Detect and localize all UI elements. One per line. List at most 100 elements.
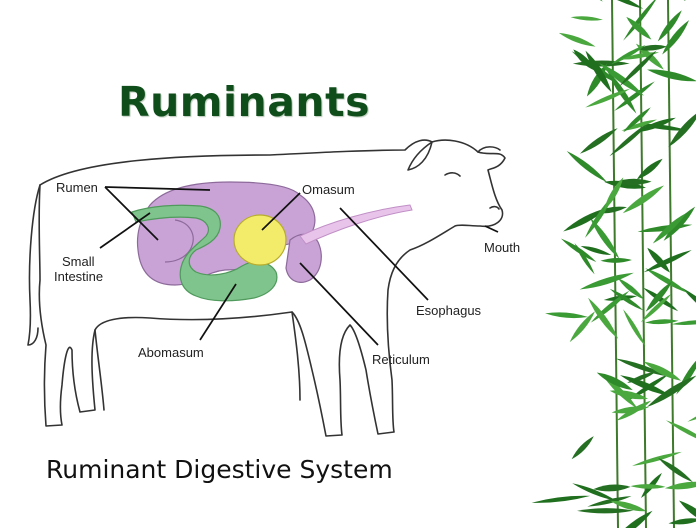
bamboo-leaf [580,245,612,255]
bamboo-leaf [619,375,671,397]
bamboo-leaf [665,420,696,444]
bamboo-leaf [603,180,646,189]
leader-omasum [261,192,301,231]
slide-caption: Ruminant Digestive System [46,455,393,484]
bamboo-leaf [687,398,696,422]
cow-leg-line [94,329,105,411]
bamboo-leaf [596,372,633,391]
bamboo-leaf [658,458,693,483]
leader-rumen-a [104,186,211,191]
bamboo-leaf [626,16,652,40]
bamboo-leaf [646,375,696,408]
cow-leg-line-2 [291,311,301,401]
bamboo-leaf [545,312,589,319]
bamboo-leaf [636,117,676,133]
label-small-intestine-1: Small [62,254,95,269]
leader-reticulum [299,262,379,346]
bamboo-leaf [662,20,690,55]
bamboo-leaf [668,109,696,148]
small-intestine-organ [131,204,278,302]
bamboo-leaf [614,178,652,186]
bamboo-leaf [647,69,696,82]
bamboo-leaf [645,268,689,293]
bamboo-stem [639,0,647,528]
bamboo-leaf [671,320,696,325]
bamboo-leaf [630,484,666,489]
slide-title: Ruminants [118,78,371,126]
label-small-intestine-2: Intestine [54,269,103,284]
leader-abomasum [199,283,237,341]
bamboo-leaf [663,206,696,241]
bamboo-leaf [617,278,644,300]
bamboo-leaf [566,150,608,183]
label-abomasum: Abomasum [138,345,204,360]
bamboo-leaf [637,44,667,51]
bamboo-leaf [587,496,632,507]
leader-esophagus [339,207,429,301]
bamboo-leaf [599,63,644,96]
cow-ear-right [477,146,501,153]
bamboo-leaf [571,436,594,460]
bamboo-leaf [636,158,663,180]
cow-tail [27,184,41,346]
bamboo-leaf [573,49,595,71]
bamboo-leaf [682,287,696,326]
bamboo-leaf [655,0,686,1]
bamboo-leaf [619,52,660,60]
bamboo-stem [667,0,675,528]
bamboo-leaf [640,293,672,323]
bamboo-leaf [593,484,631,492]
bamboo-leaf [579,128,618,154]
bamboo-leaf [645,281,673,312]
bamboo-leaf [657,10,682,42]
bamboo-leaf [622,185,665,214]
bamboo-leaf [563,207,608,232]
leader-rumen-b [104,186,159,241]
cow-nostril [489,205,500,210]
bamboo-leaf [569,311,595,343]
bamboo-leaf [585,50,612,93]
label-esophagus: Esophagus [416,303,482,318]
bamboo-leaf [611,44,646,65]
organs [131,181,413,302]
bamboo-leaf [610,500,647,512]
bamboo-leaf [623,0,658,41]
omasum-organ [233,214,287,266]
label-omasum: Omasum [302,182,355,197]
cow-ear [407,141,433,171]
organ-labels: Rumen Small Intestine Omasum Mouth Esoph… [54,180,520,367]
bamboo-leaf [561,0,603,2]
leader-mouth [484,225,499,233]
bamboo-leaf [643,361,682,381]
bamboo-leaf [588,297,619,340]
bamboo-border-decoration [531,0,696,528]
bamboo-leaf [668,518,696,525]
bamboo-leaf [619,50,657,87]
bamboo-leaf [531,495,591,503]
bamboo-leaf [609,390,649,400]
bamboo-leaf [643,287,679,312]
bamboo-leaf [579,272,634,290]
bamboo-leaf [558,32,596,47]
bamboo-leaf [577,508,634,514]
bamboo-leaf [621,119,658,131]
bamboo-leaf [600,257,632,263]
bamboo-leaf [616,400,652,421]
bamboo-leaf [612,510,653,528]
bamboo-leaf [645,319,679,325]
bamboo-leaf [594,0,644,9]
bamboo-leaf [609,288,644,311]
label-rumen: Rumen [56,180,98,195]
bamboo-leaf [572,483,617,501]
bamboo-leaf [664,481,696,490]
bamboo-stem [611,0,619,528]
bamboo-leaf [574,243,595,275]
bamboo-leaf [623,107,651,133]
label-mouth: Mouth [484,240,520,255]
bamboo-leaf [585,88,631,108]
cow-eye [444,172,461,177]
bamboo-leaf [614,81,655,111]
cow-outline [27,139,506,437]
